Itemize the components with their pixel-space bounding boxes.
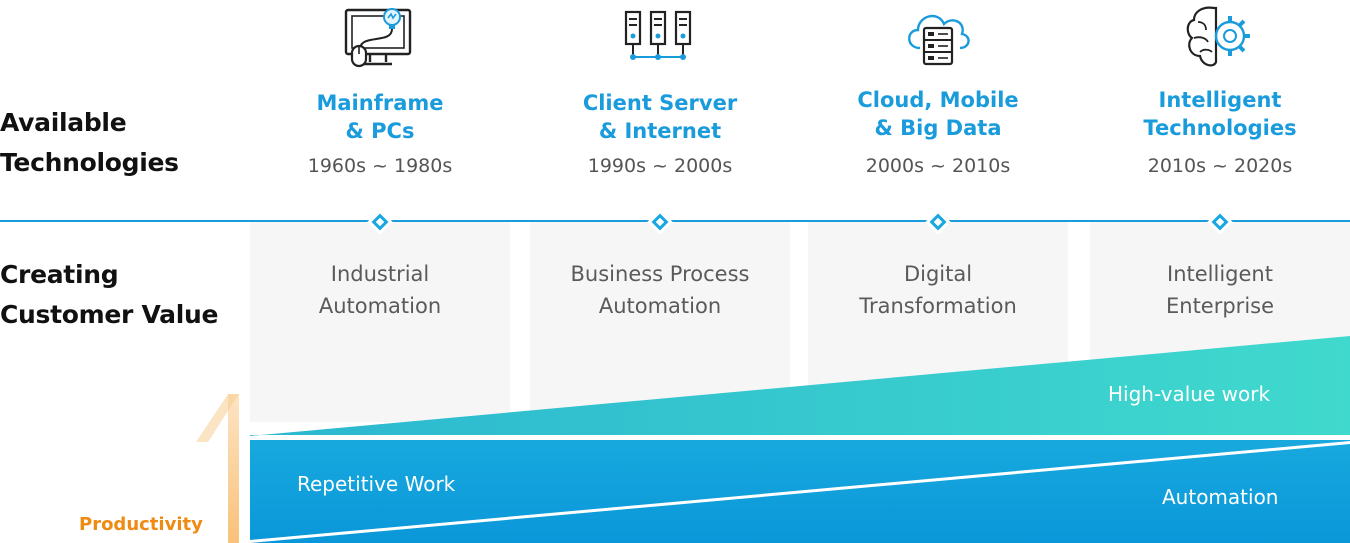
row-label-technologies-line2: Technologies (0, 148, 179, 177)
era-years: 2010s ~ 2020s (1147, 155, 1293, 177)
row-label-customer-value: Creating Customer Value (0, 255, 218, 335)
automation-label: Automation (1162, 485, 1279, 509)
era-column-3: Cloud, Mobile & Big Data 2000s ~ 2010s (808, 86, 1068, 179)
productivity-arrow (196, 394, 239, 543)
value-text-2: Business Process Automation (530, 258, 790, 322)
era-years: 1960s ~ 1980s (307, 155, 453, 177)
high-value-label: High-value work (1108, 382, 1271, 406)
value-line2: Enterprise (1165, 294, 1275, 318)
era-column-4: Intelligent Technologies 2010s ~ 2020s (1090, 86, 1350, 179)
repetitive-divider (250, 441, 1350, 543)
row-label-technologies: Available Technologies (0, 103, 179, 183)
era-title-line2: & Big Data (874, 116, 1002, 140)
value-box-2 (530, 222, 790, 422)
row-label-technologies-line1: Available (0, 108, 127, 137)
timeline-marker-1 (367, 209, 393, 235)
era-title-line1: Mainframe (316, 91, 444, 115)
value-bands (250, 336, 1350, 543)
era-title-line1: Intelligent (1158, 88, 1282, 112)
productivity-label: Productivity (79, 514, 203, 535)
mainframe-pc-icon (344, 8, 412, 68)
value-line2: Automation (598, 294, 722, 318)
value-box-1 (250, 222, 510, 422)
era-column-2: Client Server & Internet 1990s ~ 2000s (530, 89, 790, 179)
value-line1: Industrial (330, 262, 430, 286)
timeline-marker-2 (647, 209, 673, 235)
era-title-line1: Cloud, Mobile (857, 88, 1019, 112)
timeline-marker-4 (1207, 209, 1233, 235)
era-title-line2: & PCs (345, 119, 415, 143)
value-line2: Transformation (859, 294, 1017, 318)
value-text-1: Industrial Automation (250, 258, 510, 322)
value-line1: Digital (903, 262, 973, 286)
timeline-marker-3 (925, 209, 951, 235)
era-years: 1990s ~ 2000s (587, 155, 733, 177)
era-column-1: Mainframe & PCs 1960s ~ 1980s (250, 89, 510, 179)
row-label-value-line2: Customer Value (0, 300, 219, 329)
value-line2: Automation (318, 294, 442, 318)
high-value-band (250, 336, 1350, 436)
value-line1: Intelligent (1167, 262, 1273, 286)
repetitive-label: Repetitive Work (297, 472, 456, 496)
cloud-database-icon (908, 14, 970, 66)
brain-gear-icon (1186, 6, 1250, 67)
era-years: 2000s ~ 2010s (865, 155, 1011, 177)
timeline-line (0, 220, 1350, 222)
era-title-line1: Client Server (582, 91, 738, 115)
value-text-4: Intelligent Enterprise (1090, 258, 1350, 322)
value-line1: Business Process (570, 262, 750, 286)
era-title-line2: & Internet (598, 119, 722, 143)
server-network-icon (624, 10, 692, 60)
row-label-value-line1: Creating (0, 260, 119, 289)
value-text-3: Digital Transformation (808, 258, 1068, 322)
era-title-line2: Technologies (1143, 116, 1297, 140)
